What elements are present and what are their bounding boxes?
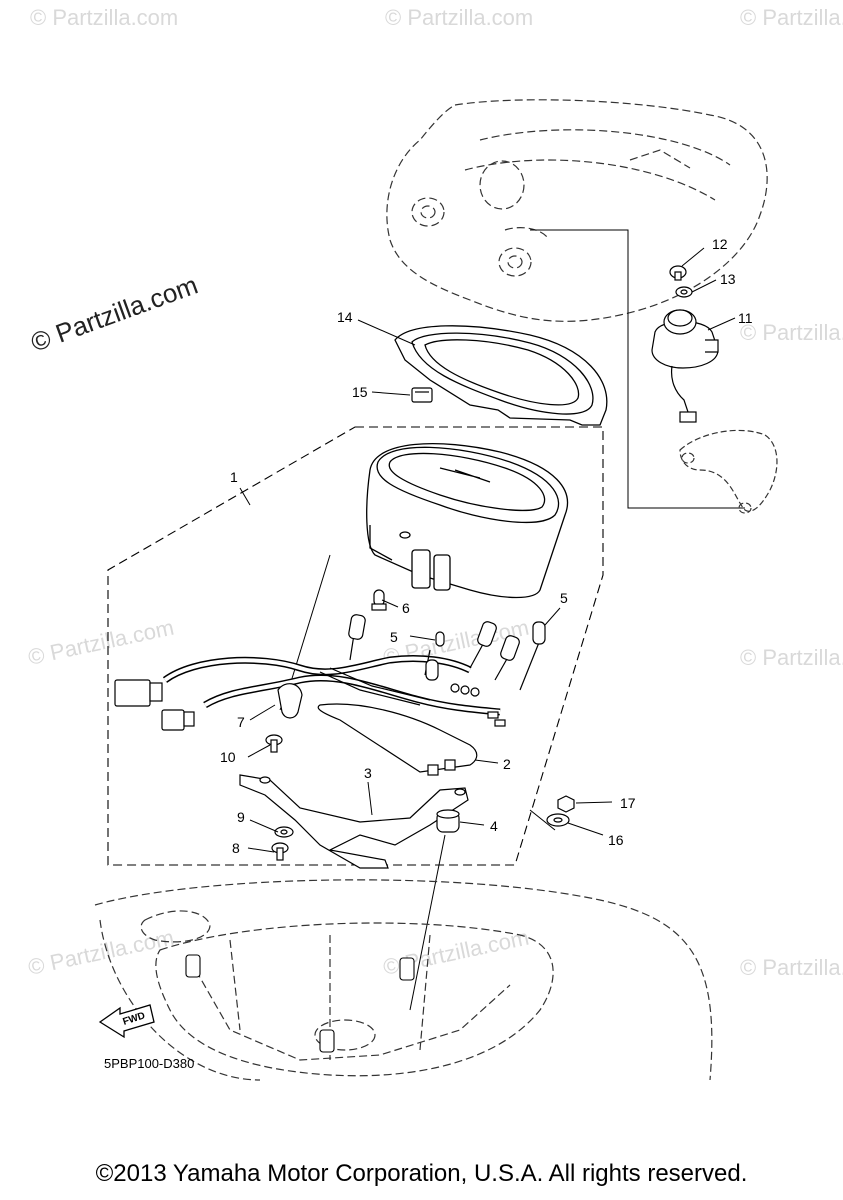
callout-5-center: 5 [390, 629, 398, 645]
callout-12: 12 [712, 236, 728, 252]
bulb-part-6 [371, 589, 387, 611]
callout-11: 11 [738, 310, 753, 326]
callout-5-right: 5 [560, 590, 568, 606]
housing-leader-line [530, 229, 745, 509]
watermark-top-right: © Partzilla.com [740, 5, 843, 30]
bezel-ring-part-14 [394, 325, 608, 426]
screw-part-12 [669, 265, 687, 281]
callout-10: 10 [220, 749, 236, 765]
tank-mount-posts [185, 954, 415, 1053]
screw-part-10 [265, 734, 283, 753]
washer-part-16 [546, 813, 570, 827]
watermark-top-left: © Partzilla.com [30, 5, 178, 30]
nut-part-17 [557, 795, 575, 813]
callout-17: 17 [620, 795, 636, 811]
partzilla-watermark: © Partzilla.com [27, 270, 202, 358]
upper-housing-outline [386, 99, 768, 322]
watermark-right-mid: © Partzilla.com [740, 645, 843, 670]
grommet-part-4 [436, 809, 460, 833]
diagram-code: 5PBP100-D380 [104, 1056, 194, 1071]
clamp-part-7 [277, 683, 303, 719]
plate-part-2 [317, 703, 478, 776]
watermark-right-low: © Partzilla.com [740, 955, 843, 980]
callout-1: 1 [230, 469, 238, 485]
speedometer-body [366, 442, 569, 599]
callout-3: 3 [364, 765, 372, 781]
watermark-left-mid: © Partzilla.com [26, 615, 176, 670]
watermark-right-upper: © Partzilla.com [740, 320, 843, 345]
callout-4: 4 [490, 818, 498, 834]
knob-switch-part-11 [651, 309, 719, 423]
callout-leaders [239, 247, 736, 853]
washer-part-13 [675, 286, 693, 298]
fuel-tank-outline [94, 879, 713, 1081]
fwd-arrow-icon [98, 1004, 155, 1039]
callout-2: 2 [503, 756, 511, 772]
watermark-left-low: © Partzilla.com [26, 925, 176, 980]
callout-9: 9 [237, 809, 245, 825]
callout-15: 15 [352, 384, 368, 400]
rubber-part-15 [411, 387, 433, 403]
screw-part-8 [271, 842, 289, 861]
callout-6: 6 [402, 600, 410, 616]
callout-13: 13 [720, 271, 736, 287]
copyright-notice: ©2013 Yamaha Motor Corporation, U.S.A. A… [95, 1160, 748, 1187]
watermark-top-center: © Partzilla.com [385, 5, 533, 30]
callout-7: 7 [237, 714, 245, 730]
bracket-part-3 [239, 774, 469, 869]
wire-harness [114, 614, 546, 731]
callout-8: 8 [232, 840, 240, 856]
right-bracket-outline [679, 429, 778, 514]
callout-16: 16 [608, 832, 624, 848]
callout-numbers: 1 2 3 4 5 5 6 7 8 9 10 11 12 13 14 15 16… [220, 236, 753, 856]
callout-14: 14 [337, 309, 353, 325]
washer-part-9 [274, 826, 294, 838]
meter-assembly-dashed-outline [107, 426, 604, 866]
